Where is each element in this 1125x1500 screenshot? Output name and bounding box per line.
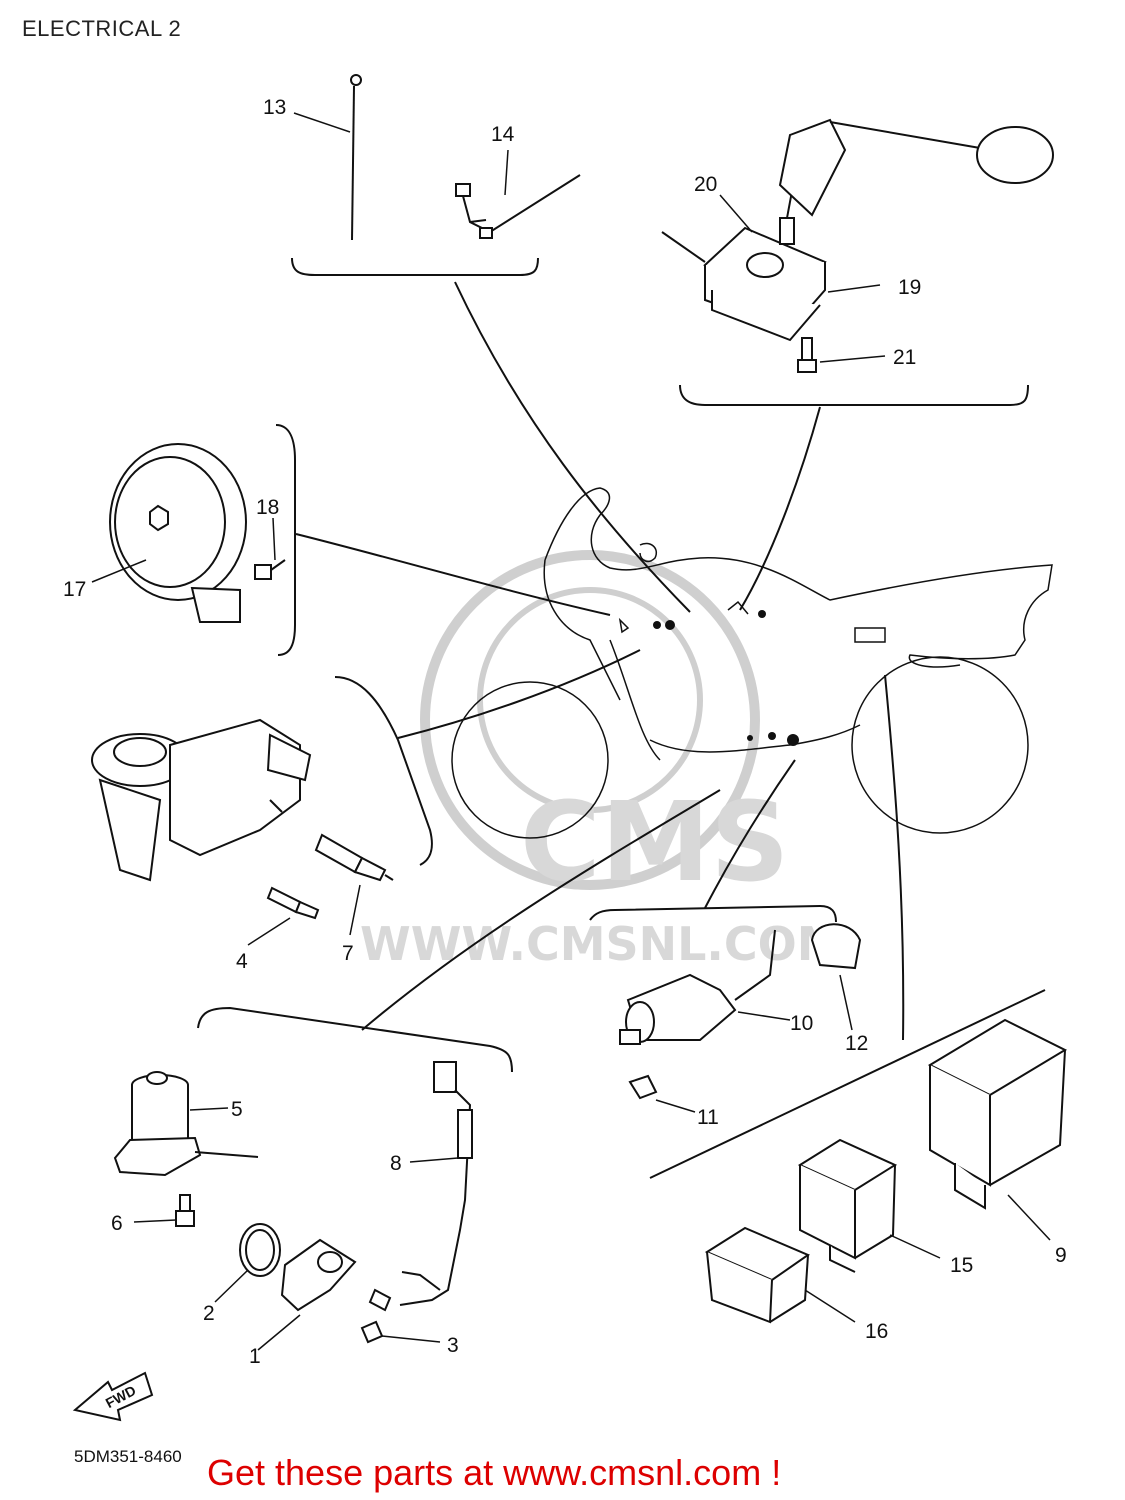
callout-20: 20 — [694, 173, 717, 196]
callout-13: 13 — [263, 96, 286, 119]
part-5-fuel-pump — [113, 1071, 259, 1177]
callout-8: 8 — [390, 1152, 402, 1175]
watermark-url-text: WWW.CMSNL.COM — [360, 917, 843, 971]
callout-17: 17 — [63, 578, 86, 601]
part-14-clamp — [455, 149, 581, 239]
callout-21: 21 — [893, 346, 916, 369]
callout-16: 16 — [865, 1320, 888, 1343]
part-12-clamp — [810, 923, 862, 1031]
part-9-relay — [927, 1018, 1068, 1241]
fwd-arrow: FWD — [72, 1371, 154, 1422]
callout-5: 5 — [231, 1098, 243, 1121]
part-10-sensor — [619, 929, 791, 1045]
part-1-sensor — [257, 1238, 357, 1351]
callout-14: 14 — [491, 123, 515, 146]
callout-labels: 1 2 3 4 5 6 7 8 9 10 11 12 13 14 15 16 1… — [63, 96, 1067, 1368]
part-11-bolt — [628, 1074, 696, 1113]
thermostat-housing — [91, 718, 312, 882]
callout-19: 19 — [898, 276, 921, 299]
callout-11: 11 — [697, 1106, 719, 1129]
callout-15: 15 — [950, 1254, 973, 1277]
callout-3: 3 — [447, 1334, 459, 1357]
motorcycle-outline — [451, 487, 1053, 839]
callout-12: 12 — [845, 1032, 868, 1055]
part-3-bolt — [360, 1320, 441, 1344]
part-7-temp-switch — [314, 833, 394, 936]
part-17-horn — [91, 443, 247, 623]
part-4-sensor — [247, 886, 320, 946]
part-16-cover — [704, 1226, 856, 1324]
callout-18: 18 — [256, 496, 279, 519]
promo-link[interactable]: Get these parts at www.cmsnl.com ! — [207, 1452, 782, 1493]
part-6-bolt — [133, 1194, 195, 1227]
part-15-relay — [797, 1138, 941, 1273]
callout-4: 4 — [236, 950, 248, 973]
watermark-logo: CMS WWW.CMSNL.COM — [360, 550, 843, 971]
part-2-o-ring — [214, 1223, 281, 1303]
callout-10: 10 — [790, 1012, 813, 1035]
callout-6: 6 — [111, 1212, 123, 1235]
part-8-sensor-lead — [368, 1061, 473, 1312]
part-13-cable-tie — [293, 74, 362, 241]
callout-7: 7 — [342, 942, 354, 965]
part-18-bolt — [254, 517, 286, 580]
diagram-code: 5DM351-8460 — [74, 1447, 182, 1466]
callout-2: 2 — [203, 1302, 215, 1325]
page-title: ELECTRICAL 2 — [22, 16, 182, 41]
part-19-20-fuel-sender — [661, 118, 1054, 373]
leader-lines — [197, 257, 1046, 1179]
callout-9: 9 — [1055, 1244, 1067, 1267]
callout-1: 1 — [249, 1345, 261, 1368]
